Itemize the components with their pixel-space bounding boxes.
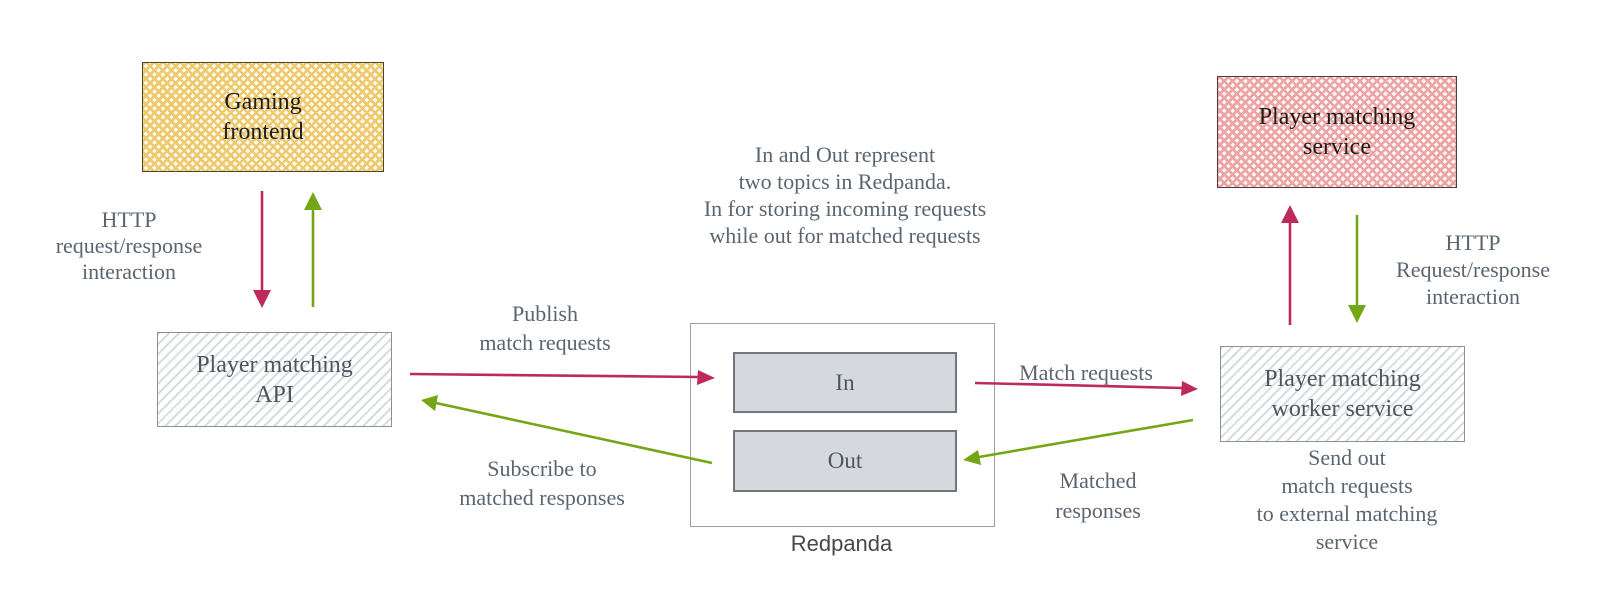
arrowhead-frontend-to-api [253, 290, 271, 308]
topic-label: Out [827, 448, 863, 473]
annotation-line: Publish [511, 301, 579, 326]
annotation-line: service [1315, 529, 1379, 554]
annotation-match-requests: Match requests [1019, 360, 1153, 386]
annotation-line: In for storing incoming requests [703, 196, 987, 221]
annotation-line: matched responses [459, 485, 625, 510]
arrowhead-match-requests [1181, 381, 1198, 396]
arrowhead-worker-to-service [1281, 205, 1299, 223]
node-label: API [255, 381, 294, 408]
annotation-line: interaction [81, 259, 177, 284]
annotation-line: responses [1055, 498, 1141, 523]
node-worker-service: Player matching worker service [1220, 346, 1465, 442]
node-gaming-frontend: Gaming frontend [142, 62, 384, 172]
annotation-line: Request/response [1396, 257, 1550, 282]
node-player-matching-service: Player matching service [1217, 76, 1457, 188]
annotation-http-right: HTTP Request/response interaction [1396, 229, 1550, 310]
annotation-line: In and Out represent [754, 142, 936, 167]
topic-label: In [835, 369, 855, 395]
node-label: Player matching [196, 351, 353, 378]
topic-out: Out [733, 430, 957, 492]
annotation-publish: Publish match requests [479, 299, 610, 357]
annotation-line: while out for matched requests [709, 223, 981, 248]
annotation-line: Matched [1059, 468, 1137, 493]
annotation-matched-responses: Matched responses [1055, 466, 1141, 526]
annotation-line: HTTP [1445, 230, 1501, 255]
node-label: Gaming [224, 89, 302, 115]
arrow-matched-responses [978, 418, 1194, 459]
annotation-redpanda-note: In and Out represent two topics in Redpa… [704, 141, 986, 249]
node-label: frontend [222, 119, 304, 145]
annotation-line: Match requests [1019, 360, 1153, 385]
annotation-http-left: HTTP request/response interaction [56, 207, 203, 285]
annotation-line: request/response [55, 233, 203, 258]
node-label: Player matching [1264, 366, 1421, 392]
node-player-matching-api: Player matching API [157, 332, 392, 427]
annotation-line: HTTP [101, 207, 157, 232]
annotation-line: match requests [479, 330, 611, 355]
annotation-line: Subscribe to [487, 456, 597, 481]
arrow-publish [409, 372, 700, 379]
annotation-subscribe: Subscribe to matched responses [459, 454, 625, 512]
annotation-line: match requests [1281, 473, 1413, 498]
annotation-line: Send out [1308, 445, 1386, 470]
annotation-line: interaction [1425, 284, 1521, 309]
redpanda-caption: Redpanda [790, 531, 893, 556]
annotation-send-out: Send out match requests to external matc… [1257, 444, 1438, 556]
arrowhead-subscribe [421, 395, 438, 411]
node-label: worker service [1271, 396, 1414, 422]
arrowhead-api-to-frontend [304, 192, 322, 210]
topic-in: In [733, 352, 957, 413]
node-label: Player matching [1258, 104, 1416, 130]
node-label: service [1303, 134, 1371, 160]
arrowhead-service-to-worker [1348, 305, 1366, 323]
annotation-line: two topics in Redpanda. [738, 169, 952, 194]
annotation-line: to external matching [1256, 501, 1438, 526]
